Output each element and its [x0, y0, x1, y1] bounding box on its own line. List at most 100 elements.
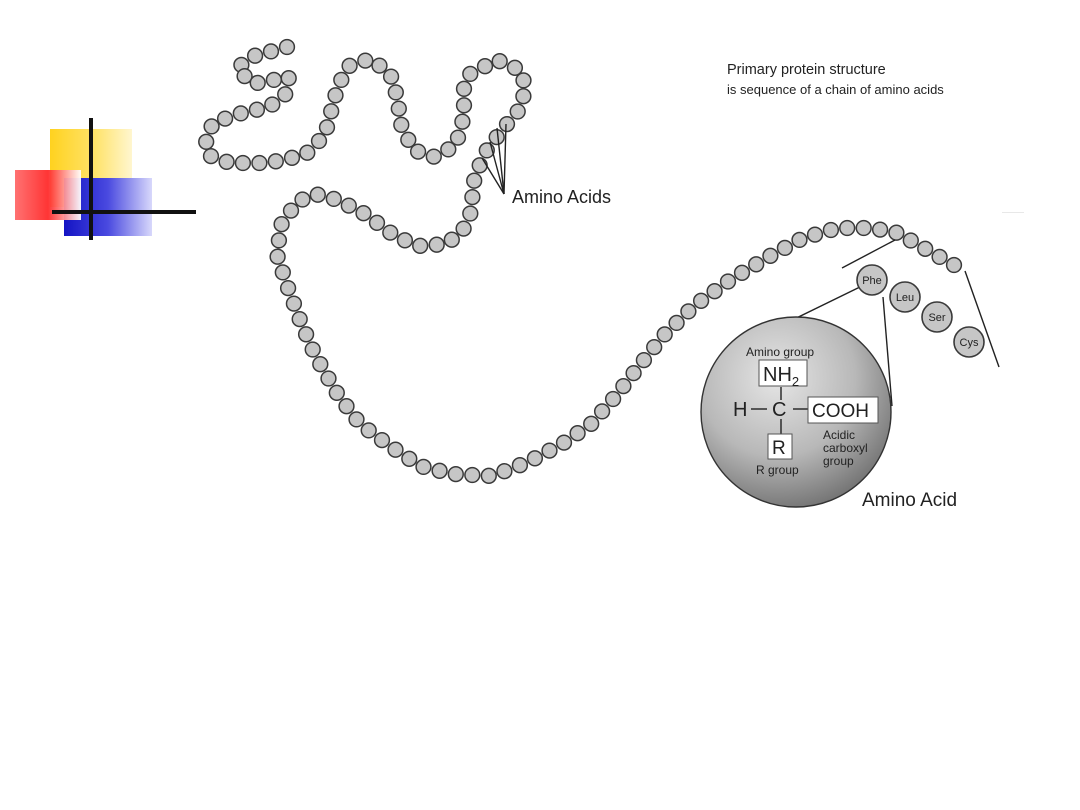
chain-bead: [338, 398, 355, 415]
chain-bead: [400, 131, 417, 148]
cooh-box: [807, 396, 879, 424]
chain-bead: [249, 74, 266, 92]
chain-bead: [680, 303, 697, 320]
chain-bead: [373, 431, 391, 449]
chain-bead: [443, 231, 460, 248]
chain-bead: [348, 411, 365, 428]
chain-bead: [762, 247, 779, 264]
chain-bead: [371, 57, 388, 74]
alpha-carbon: C: [772, 399, 786, 421]
acidic-line-2: carboxyl: [823, 441, 868, 455]
chain-bead: [733, 264, 751, 281]
chain-bead: [478, 142, 495, 159]
chain-bead: [309, 186, 326, 203]
chain-bead: [822, 221, 840, 239]
chain-bead: [387, 441, 404, 458]
chain-bead: [498, 115, 516, 133]
chain-bead: [480, 467, 497, 484]
chain-bead: [278, 38, 296, 56]
chain-bead: [248, 101, 266, 118]
chain-bead: [791, 231, 808, 249]
chain-bead: [285, 295, 303, 312]
chain-bead: [464, 466, 481, 484]
chain-bead: [279, 279, 297, 297]
chain-bead: [282, 202, 300, 219]
amino-acids-pointer: [481, 123, 507, 195]
chain-bead: [323, 103, 340, 120]
chain-bead: [855, 219, 872, 237]
chain-bead: [320, 370, 337, 387]
carboxyl-text: COOH: [812, 401, 869, 422]
hydrogen-atom: H: [733, 399, 747, 421]
chain-bead: [401, 450, 418, 467]
chain-bead: [269, 248, 286, 265]
chain-bead: [246, 47, 264, 64]
chain-bead: [455, 97, 473, 114]
chain-bead: [583, 415, 600, 432]
chain-bead: [299, 144, 316, 161]
caption-title: Primary protein structure: [727, 62, 886, 78]
residue-ser-label: Ser: [928, 312, 945, 324]
nh2-text: NH2: [763, 364, 799, 389]
chain-bead: [692, 292, 710, 309]
chain-bead: [635, 351, 653, 369]
chain-bead: [604, 390, 622, 408]
chain-bead: [202, 147, 220, 165]
chain-bead: [387, 84, 404, 101]
chain-bead: [555, 434, 573, 451]
chain-bead: [297, 326, 315, 343]
acidic-line-1: Acidic: [823, 428, 855, 442]
r-box: [767, 433, 793, 460]
residue-leu-label: Leu: [896, 292, 914, 304]
chain-bead: [428, 236, 445, 253]
nh2-main: NH: [763, 364, 792, 386]
chain-bead: [333, 71, 350, 89]
r-group-label: R group: [756, 463, 799, 477]
chain-bead: [625, 364, 642, 382]
chain-bead: [310, 132, 328, 150]
chain-bead: [360, 422, 377, 439]
chain-bead: [203, 118, 220, 135]
chain-bead: [393, 116, 410, 133]
chain-bead: [706, 283, 723, 300]
chain-bead: [464, 188, 481, 206]
chain-bead: [511, 457, 529, 474]
chain-bead: [396, 232, 414, 249]
chain-bead: [526, 450, 544, 467]
chain-bead: [341, 57, 358, 74]
chain-bead: [515, 88, 532, 105]
caption-subtitle: is sequence of a chain of amino acids: [727, 82, 944, 97]
amino-acid-sphere: [700, 316, 892, 508]
chain-bead: [449, 129, 467, 146]
chain-bead: [328, 384, 345, 401]
horizontal-line: [52, 210, 196, 214]
chain-bead: [431, 462, 448, 479]
chain-bead: [291, 310, 308, 328]
residue-phe: Phe: [856, 264, 888, 296]
chain-bead: [496, 463, 513, 480]
chain-bead: [931, 248, 948, 266]
chain-bead: [466, 172, 483, 189]
chain-bead: [440, 141, 457, 158]
chain-bead: [776, 239, 794, 257]
decorative-squares-logo: [0, 0, 200, 250]
chain-bead: [216, 110, 234, 127]
chain-bead: [615, 377, 632, 395]
chain-bead: [462, 65, 479, 83]
residue-cys: Cys: [953, 326, 985, 358]
residue-ser: Ser: [921, 301, 953, 333]
amino-acids-label: Amino Acids: [512, 187, 611, 207]
chain-bead: [294, 191, 311, 208]
chain-bead: [945, 256, 963, 274]
chain-bead: [656, 326, 673, 343]
labeled-residues: Phe Leu Ser Cys: [856, 264, 985, 358]
chain-bead: [806, 226, 824, 243]
chain-bead: [277, 86, 294, 103]
chain-bead: [541, 442, 558, 459]
chain-bead: [412, 237, 429, 254]
r-text: R: [772, 438, 786, 459]
chain-bead: [390, 100, 407, 117]
chain-bead: [318, 119, 336, 136]
